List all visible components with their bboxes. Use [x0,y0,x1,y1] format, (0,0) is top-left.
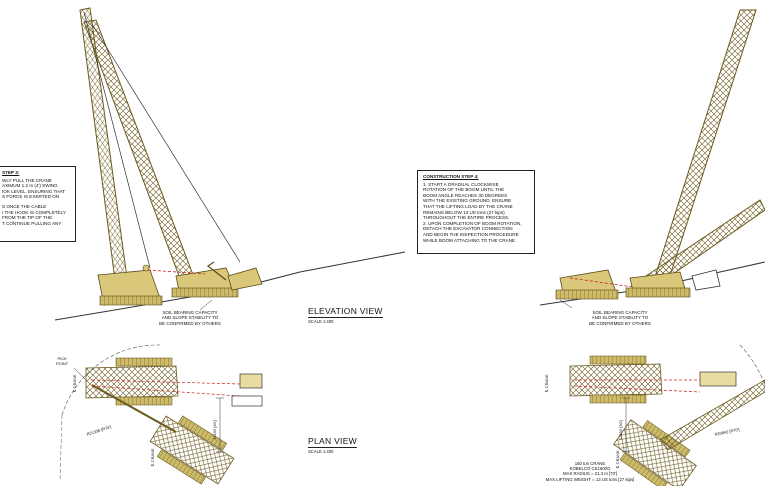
step-3-line: S FORCE IS EXERTED ON [2,194,60,200]
step-4-line: WHILE BOOM ATTACHING TO THE CRANE. [423,237,517,243]
crane-spec-line: MAX RADIUS = 21.3 m [70'] [563,471,617,477]
left-plan-drawing [59,344,263,485]
step-3-line: AXIMUM 1.2 m (4') SWING [2,183,58,189]
crane-centerline-label-2: ℄ CRANE [150,448,155,466]
step-3-line: FROM THE TIP OF THE [2,215,53,221]
pick-point-line: PICK [57,356,67,361]
tension-line-left [147,269,206,275]
right-plan-drawing [569,344,765,486]
soil-note-line: AND SLOPE STABILITY TO [591,315,649,321]
crane-centerline-label-right: ℄ CRANE [544,374,549,392]
elevation-view-title: ELEVATION VIEW [308,306,383,318]
construction-step-4-note: CONSTRUCTION STEP 4: 1. START A GRADUAL … [417,170,535,254]
crane-spec-line: KOBELCO CK1600G [569,466,611,472]
soil-note-left: SOIL BEARING CAPACITY AND SLOPE STABILIT… [150,310,230,326]
pick-point-label: PICK POINT [56,356,68,366]
step-3-line: T CONTINUE PULLING ANY [2,220,62,226]
crane-1-track [99,295,163,306]
step-4-line: 1. START A GRADUAL CLOCKWISE [423,181,499,187]
plan-crane-1 [85,365,179,399]
soil-note-line: BE CONFIRMED BY OTHERS [159,320,221,326]
dimension-label-left: 12192 [40'] [212,420,217,440]
step-4-line: WITH THE EXISTING GROUND. ENSURE [423,198,512,204]
step-3-line: S ONCE THE CABLE [2,203,47,209]
crane-spec-line: MAX LIFTING WEIGHT = 13 US tons [27 kips… [545,476,635,482]
elevation-view-scale: SCALE 1:400 [308,319,334,324]
step-4-line: 2. UPON COMPLETION OF BOOM ROTATION, [423,220,522,226]
step-4-line: THAT THE LIFTING LOAD BY THE CRANE [423,203,513,209]
plan-view-scale: SCALE 1:400 [308,449,334,454]
step-3-heading: STEP 3: [2,170,20,175]
soil-note-line: BE CONFIRMED BY OTHERS [589,320,651,326]
step-4-line: REMAINS BELOW 13 US tons (27 kips) [423,209,505,215]
soil-note-line: SOIL BEARING CAPACITY [162,310,218,315]
step-4-line: ROTATION OF THE BOOM UNTIL THE [423,187,505,193]
crane-centerline-label: ℄ CRANE [72,374,77,392]
step-3-note: STEP 3: WLY PULL THE CRANE AXIMUM 1.2 m … [0,166,76,242]
dimension-label-right: 12192 [40'] [618,420,623,440]
crane-spec-line: 160 ton CRANE [574,461,606,466]
plan-excavator-right [699,371,737,387]
step-4-line: BOOM ANGLE REACHES 30 DEGREES [423,192,508,198]
crane-2-track [171,287,239,298]
excavator-left [227,267,263,291]
step-4-line: THROUGHOUT THE ENTIRE PROCESS. [423,215,510,221]
step-4-heading: CONSTRUCTION STEP 4: [423,174,479,179]
step-4-line: DETACH THE EXCAVATOR CONNECTION [423,226,513,232]
excavator-right [691,269,721,291]
step-3-line: WLY PULL THE CRANE [2,177,52,183]
swing-arc-right [739,344,765,470]
step-3-line: I THE HOOK IS COMPLETELY [2,209,66,215]
hook-block-left [142,264,150,272]
soil-note-line: AND SLOPE STABILITY TO [161,315,219,321]
step-3-line: IOK LEVEL. ENSURING THAT [2,188,66,194]
soil-note-right: SOIL BEARING CAPACITY AND SLOPE STABILIT… [580,310,660,326]
plan-view-title: PLAN VIEW [308,436,357,448]
plan-excavator-left [239,373,263,389]
right-elevation-drawing [539,9,765,309]
soil-note-line: SOIL BEARING CAPACITY [592,310,648,315]
pick-point-line: POINT [56,361,69,366]
left-elevation-drawing [54,7,406,321]
crane-spec-block: 160 ton CRANE KOBELCO CK1600G MAX RADIUS… [515,461,665,482]
step-4-line: AND BEGIN THE INSPECTION PROCEDURE [423,231,519,237]
plan-crane-2 [149,415,235,485]
